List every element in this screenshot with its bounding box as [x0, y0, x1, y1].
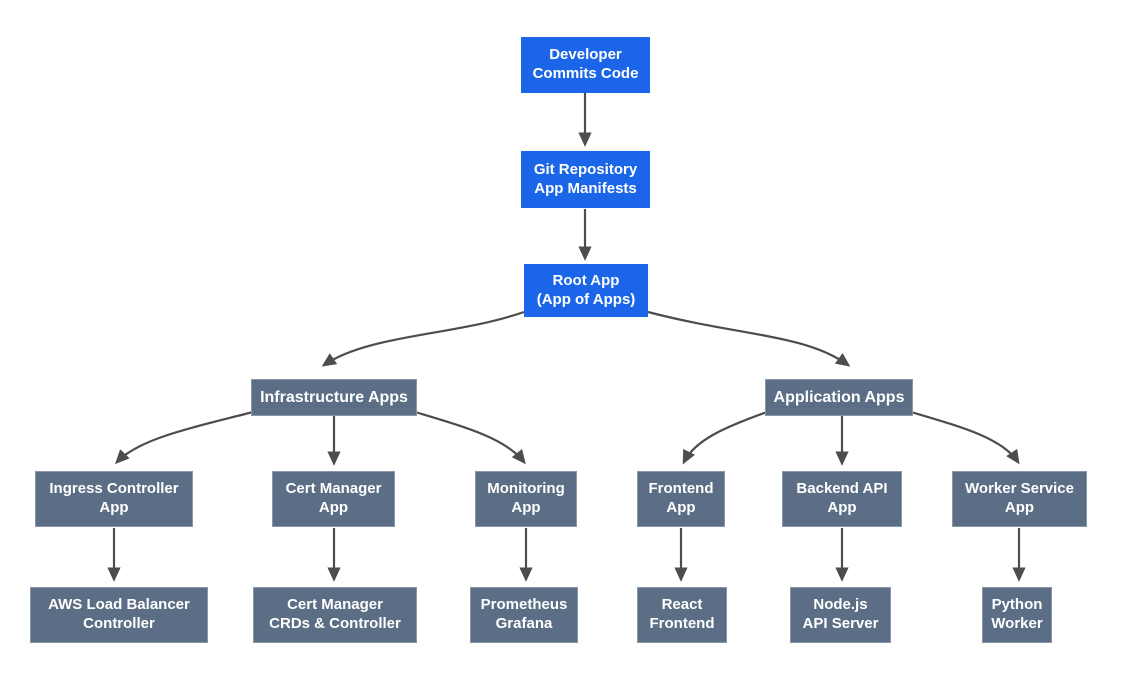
edge-application-to-worker	[910, 410, 1020, 465]
node-cert-manager-crds-controller: Cert Manager CRDs & Controller	[253, 587, 417, 643]
node-prometheus-grafana: Prometheus Grafana	[470, 587, 578, 643]
node-label: Root App (App of Apps)	[536, 271, 636, 308]
node-label: Cert Manager CRDs & Controller	[269, 596, 401, 632]
node-infrastructure-apps: Infrastructure Apps	[251, 379, 417, 416]
edge-root-to-infrastructure	[321, 310, 525, 367]
node-frontend-app: Frontend App	[637, 471, 725, 527]
edge-root-to-application	[647, 310, 851, 367]
edge-infrastructure-to-monitoring	[414, 410, 526, 465]
node-label: Python Worker	[991, 596, 1043, 632]
node-cert-manager-app: Cert Manager App	[272, 471, 395, 527]
node-label: Frontend App	[648, 480, 714, 516]
node-label: Ingress Controller App	[49, 480, 179, 516]
node-root-app: Root App (App of Apps)	[524, 264, 648, 317]
node-monitoring-app: Monitoring App	[475, 471, 577, 527]
node-developer-commits-code: Developer Commits Code	[521, 37, 650, 93]
node-label: Application Apps	[773, 388, 905, 406]
node-nodejs-api-server: Node.js API Server	[790, 587, 891, 643]
node-label: Node.js API Server	[802, 596, 879, 632]
node-label: AWS Load Balancer Controller	[48, 596, 190, 632]
node-backend-api-app: Backend API App	[782, 471, 902, 527]
node-label: Infrastructure Apps	[260, 388, 408, 406]
node-label: Cert Manager App	[285, 480, 382, 516]
node-ingress-controller-app: Ingress Controller App	[35, 471, 193, 527]
node-label: Prometheus Grafana	[480, 596, 568, 632]
node-label: React Frontend	[649, 596, 715, 632]
node-aws-load-balancer-controller: AWS Load Balancer Controller	[30, 587, 208, 643]
node-label: Backend API App	[796, 480, 888, 516]
node-label: Monitoring App	[487, 480, 565, 516]
node-label: Worker Service App	[965, 480, 1074, 516]
node-label: Git Repository App Manifests	[533, 160, 638, 197]
node-label: Developer Commits Code	[532, 46, 639, 82]
node-worker-service-app: Worker Service App	[952, 471, 1087, 527]
node-application-apps: Application Apps	[765, 379, 913, 416]
node-git-repository-app-manifests: Git Repository App Manifests	[521, 151, 650, 208]
node-python-worker: Python Worker	[982, 587, 1052, 643]
edge-application-to-frontend	[682, 410, 768, 465]
edge-infrastructure-to-ingress	[115, 410, 254, 465]
node-react-frontend: React Frontend	[637, 587, 727, 643]
